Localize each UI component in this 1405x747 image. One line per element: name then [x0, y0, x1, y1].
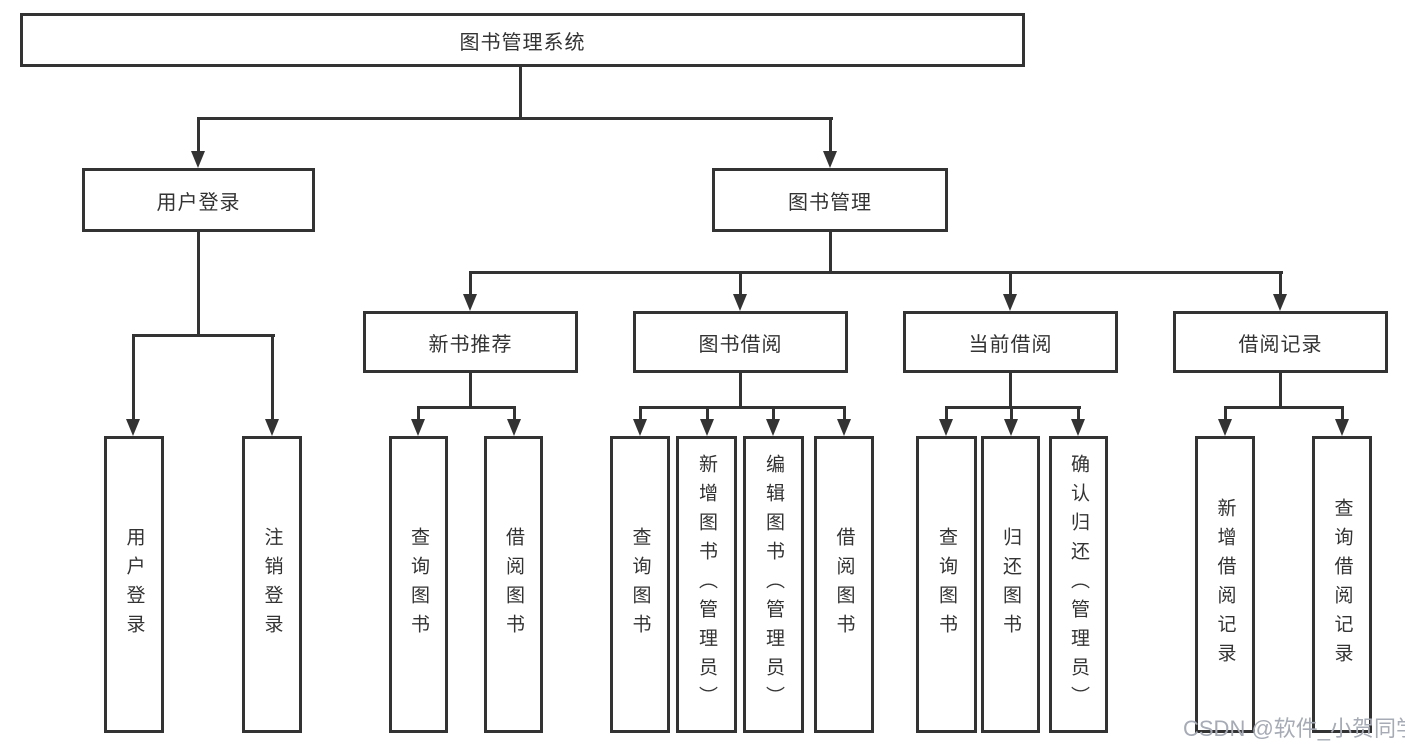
connector-to-book-management	[829, 117, 832, 153]
node-new-book-recommend-label: 新书推荐	[428, 333, 513, 356]
arrow-down-book-borrowing	[733, 294, 747, 311]
leaf-add-borrow-record-label: 新增借阅记录	[1214, 497, 1236, 672]
arrow-down-leaf-borrow-books-2	[837, 419, 851, 436]
arrow-down-leaf-logout	[265, 419, 279, 436]
connector-to-new-book-recommend	[469, 271, 472, 296]
node-new-book-recommend: 新书推荐	[363, 311, 578, 373]
leaf-logout-label: 注销登录	[261, 526, 283, 643]
leaf-query-borrow-record-label: 查询借阅记录	[1331, 497, 1353, 672]
leaf-return-books: 归还图书	[981, 436, 1040, 733]
node-root: 图书管理系统	[20, 13, 1025, 67]
node-current-borrowing-label: 当前借阅	[968, 333, 1053, 356]
leaf-add-borrow-record: 新增借阅记录	[1195, 436, 1255, 733]
leaf-borrow-books-1: 借阅图书	[484, 436, 543, 733]
leaf-edit-books-admin-label: 编辑图书（管理员）	[763, 454, 784, 715]
connector-user-login-stem	[197, 232, 200, 337]
leaf-query-books-1: 查询图书	[389, 436, 448, 733]
node-book-borrowing: 图书借阅	[633, 311, 848, 373]
leaf-confirm-return-admin-label: 确认归还（管理员）	[1068, 454, 1089, 715]
connector-current-borrowing-branch	[945, 406, 1081, 409]
arrow-down-leaf-user-login	[126, 419, 140, 436]
arrow-down-leaf-query-books-2	[633, 419, 647, 436]
arrow-down-leaf-add-books	[700, 419, 714, 436]
connector-current-borrowing-stem	[1009, 373, 1012, 409]
connector-root-stem	[519, 67, 522, 119]
arrow-down-leaf-query-borrow-record	[1335, 419, 1349, 436]
arrow-down-leaf-add-borrow-record	[1218, 419, 1232, 436]
connector-book-management-stem	[829, 232, 832, 274]
node-book-management-label: 图书管理	[788, 191, 872, 214]
arrow-down-leaf-return-books	[1004, 419, 1018, 436]
connector-book-management-branch	[469, 271, 1283, 274]
node-root-label: 图书管理系统	[459, 31, 586, 54]
connector-to-leaf-borrow-books-2	[843, 406, 846, 422]
connector-book-borrowing-stem	[739, 373, 742, 409]
connector-new-book-recommend-stem	[469, 373, 472, 409]
arrow-down-leaf-query-books-1	[411, 419, 425, 436]
node-current-borrowing: 当前借阅	[903, 311, 1118, 373]
arrow-down-book-management	[823, 151, 837, 168]
leaf-query-borrow-record: 查询借阅记录	[1312, 436, 1372, 733]
arrow-down-new-book-recommend	[463, 294, 477, 311]
connector-to-leaf-add-borrow-record	[1224, 406, 1227, 422]
arrow-down-leaf-confirm-return	[1071, 419, 1085, 436]
leaf-borrow-books-1-label: 借阅图书	[503, 526, 524, 643]
connector-book-borrowing-branch	[639, 406, 846, 409]
leaf-query-books-2-label: 查询图书	[629, 526, 651, 643]
arrow-down-borrowing-records	[1273, 294, 1287, 311]
connector-new-book-recommend-branch	[417, 406, 516, 409]
connector-to-leaf-borrow-books-1	[513, 406, 516, 422]
connector-to-leaf-logout	[271, 334, 274, 421]
arrow-down-leaf-edit-books	[766, 419, 780, 436]
connector-borrowing-records-stem	[1279, 373, 1282, 409]
connector-to-current-borrowing	[1009, 271, 1012, 296]
arrow-down-user-login	[191, 151, 205, 168]
leaf-query-books-3-label: 查询图书	[936, 526, 957, 643]
leaf-edit-books-admin: 编辑图书（管理员）	[743, 436, 804, 733]
connector-to-leaf-query-books-3	[945, 406, 948, 422]
connector-to-leaf-return-books	[1010, 406, 1013, 422]
leaf-user-login: 用户登录	[104, 436, 164, 733]
node-user-login-label: 用户登录	[156, 191, 241, 214]
node-book-management: 图书管理	[712, 168, 948, 232]
node-user-login: 用户登录	[82, 168, 315, 232]
connector-root-branch	[197, 117, 833, 120]
leaf-add-books-admin: 新增图书（管理员）	[676, 436, 737, 733]
arrow-down-leaf-borrow-books-1	[507, 419, 521, 436]
leaf-query-books-3: 查询图书	[916, 436, 977, 733]
leaf-borrow-books-2: 借阅图书	[814, 436, 874, 733]
node-borrowing-records: 借阅记录	[1173, 311, 1388, 373]
connector-to-leaf-user-login	[132, 334, 135, 421]
connector-to-leaf-query-books-1	[417, 406, 420, 422]
leaf-add-books-admin-label: 新增图书（管理员）	[696, 454, 717, 715]
connector-to-leaf-confirm-return	[1077, 406, 1080, 422]
leaf-borrow-books-2-label: 借阅图书	[833, 526, 855, 643]
connector-to-leaf-edit-books	[772, 406, 775, 422]
connector-to-borrowing-records	[1279, 271, 1282, 296]
connector-to-leaf-query-books-2	[639, 406, 642, 422]
arrow-down-current-borrowing	[1003, 294, 1017, 311]
leaf-return-books-label: 归还图书	[1000, 526, 1021, 643]
connector-borrowing-records-branch	[1224, 406, 1344, 409]
connector-to-user-login	[197, 117, 200, 153]
node-book-borrowing-label: 图书借阅	[698, 333, 783, 356]
leaf-user-login-label: 用户登录	[123, 526, 145, 643]
leaf-query-books-1-label: 查询图书	[408, 526, 429, 643]
arrow-down-leaf-query-books-3	[939, 419, 953, 436]
connector-to-book-borrowing	[739, 271, 742, 296]
node-borrowing-records-label: 借阅记录	[1238, 333, 1323, 356]
csdn-watermark: CSDN @软件_小贺同学	[1183, 716, 1405, 741]
leaf-confirm-return-admin: 确认归还（管理员）	[1049, 436, 1108, 733]
connector-to-leaf-query-borrow-record	[1341, 406, 1344, 422]
connector-to-leaf-add-books	[706, 406, 709, 422]
leaf-logout: 注销登录	[242, 436, 302, 733]
connector-user-login-branch	[132, 334, 275, 337]
leaf-query-books-2: 查询图书	[610, 436, 670, 733]
